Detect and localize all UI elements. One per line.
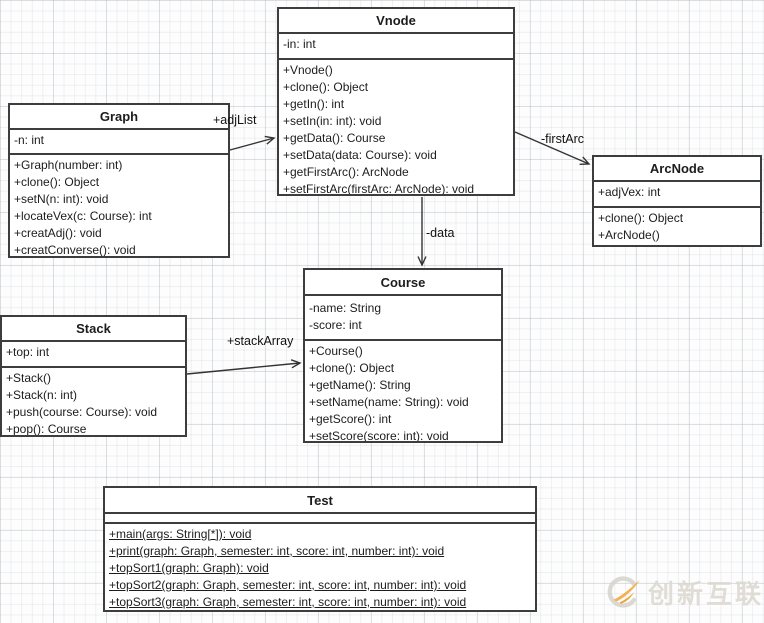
uml-class-vnode: Vnode -in: int +Vnode() +clone(): Object… — [277, 7, 515, 196]
watermark-text: 创新互联 — [647, 578, 764, 609]
attributes-compartment: -name: String -score: int — [305, 296, 501, 341]
class-title-test: Test — [105, 488, 535, 514]
edge-label-adjlist: +adjList — [213, 113, 257, 127]
class-title-vnode: Vnode — [279, 9, 513, 34]
method-row: +locateVex(c: Course): int — [14, 209, 152, 223]
methods-compartment: +Stack() +Stack(n: int) +push(course: Co… — [2, 368, 185, 435]
attribute-row: -in: int — [283, 37, 316, 51]
method-row: +topSort1(graph: Graph): void — [109, 561, 269, 575]
method-row: +getIn(): int — [283, 97, 345, 111]
method-row: +setName(name: String): void — [309, 395, 469, 409]
attributes-compartment: +adjVex: int — [594, 182, 760, 208]
watermark-logo-icon — [607, 576, 640, 608]
method-row: +clone(): Object — [598, 211, 684, 225]
method-row: +ArcNode() — [598, 228, 660, 242]
uml-class-arcnode: ArcNode +adjVex: int +clone(): Object +A… — [592, 155, 762, 247]
class-title-graph: Graph — [10, 105, 228, 130]
method-row: +main(args: String[*]): void — [109, 527, 252, 541]
attribute-row: -name: String — [309, 301, 382, 315]
attribute-row: -n: int — [14, 133, 45, 147]
method-row: +Vnode() — [283, 63, 333, 77]
edge-label-stackarray: +stackArray — [227, 334, 294, 348]
method-row: +Stack(n: int) — [6, 388, 78, 402]
uml-class-course: Course -name: String -score: int +Course… — [303, 268, 503, 443]
method-row: +print(graph: Graph, semester: int, scor… — [109, 544, 445, 558]
uml-class-stack: Stack +top: int +Stack() +Stack(n: int) … — [0, 315, 187, 437]
class-title-course: Course — [305, 270, 501, 296]
watermark: 创新互联 — [604, 564, 764, 620]
uml-class-test: Test +main(args: String[*]): void +print… — [103, 486, 537, 612]
class-title-arcnode: ArcNode — [594, 157, 760, 182]
method-row: +setIn(in: int): void — [283, 114, 382, 128]
attributes-compartment: +top: int — [2, 342, 185, 368]
method-row: +Graph(number: int) — [14, 158, 123, 172]
association-adjlist-arrow — [229, 135, 276, 151]
methods-compartment: +Graph(number: int) +clone(): Object +se… — [10, 155, 228, 256]
methods-compartment: +Vnode() +clone(): Object +getIn(): int … — [279, 60, 513, 194]
association-stackarray-arrow — [186, 359, 302, 375]
edge-label-data: -data — [426, 226, 455, 240]
method-row: +setData(data: Course): void — [283, 148, 437, 162]
class-title-stack: Stack — [2, 317, 185, 342]
method-row: +topSort3(graph: Graph, semester: int, s… — [109, 595, 467, 609]
method-row: +clone(): Object — [283, 80, 369, 94]
method-row: +pop(): Course — [6, 422, 87, 435]
attribute-row: +top: int — [6, 345, 50, 359]
method-row: +setN(n: int): void — [14, 192, 109, 206]
attribute-row: -score: int — [309, 318, 362, 332]
method-row: +creatAdj(): void — [14, 226, 102, 240]
method-row: +push(course: Course): void — [6, 405, 158, 419]
method-row: +getData(): Course — [283, 131, 386, 145]
attributes-compartment: -n: int — [10, 130, 228, 155]
methods-compartment: +main(args: String[*]): void +print(grap… — [105, 524, 535, 610]
method-row: +creatConverse(): void — [14, 243, 136, 256]
method-row: +clone(): Object — [309, 361, 395, 375]
edge-label-firstarc: -firstArc — [541, 132, 585, 146]
method-row: +Stack() — [6, 371, 52, 385]
methods-compartment: +clone(): Object +ArcNode() — [594, 208, 760, 245]
uml-class-graph: Graph -n: int +Graph(number: int) +clone… — [8, 103, 230, 258]
attributes-compartment-empty — [105, 514, 535, 524]
methods-compartment: +Course() +clone(): Object +getName(): S… — [305, 341, 501, 441]
method-row: +getFirstArc(): ArcNode — [283, 165, 409, 179]
method-row: +Course() — [309, 344, 363, 358]
method-row: +topSort2(graph: Graph, semester: int, s… — [109, 578, 467, 592]
method-row: +setScore(score: int): void — [309, 429, 449, 441]
method-row: +setFirstArc(firstArc: ArcNode): void — [283, 182, 475, 194]
method-row: +getScore(): int — [309, 412, 392, 426]
attributes-compartment: -in: int — [279, 34, 513, 60]
method-row: +clone(): Object — [14, 175, 100, 189]
attribute-row: +adjVex: int — [598, 185, 661, 199]
method-row: +getName(): String — [309, 378, 411, 392]
